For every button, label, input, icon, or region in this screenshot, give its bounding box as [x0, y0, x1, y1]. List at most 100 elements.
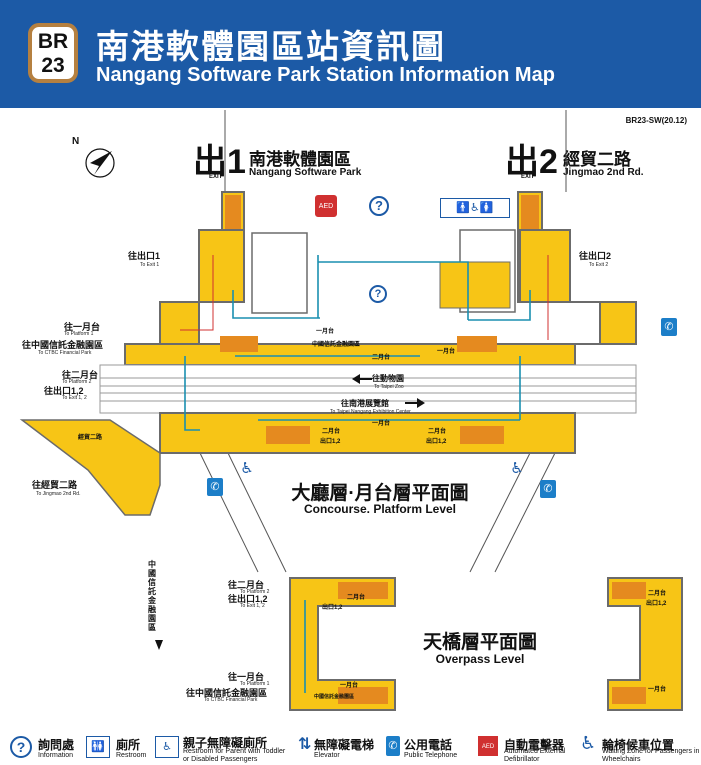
- overpass-title-zh: 天橋層平面圖: [422, 632, 537, 653]
- overpass-right-escalator-bottom: [612, 687, 646, 704]
- overpass-label-to-platform-1: 往一月台: [228, 672, 265, 682]
- label-exit-12-a: 出口1,2: [320, 439, 341, 445]
- document-code: BR23-SW(20.12): [625, 116, 687, 125]
- concourse-title-zh: 大廳層·月台層平面圖: [291, 483, 469, 504]
- legend-elevator-en: Elevator: [314, 752, 340, 759]
- telephone-icon-bottom: ✆: [540, 480, 556, 498]
- label-platform-1-c: 一月台: [372, 421, 391, 427]
- wheelchair-icon-left: ♿: [240, 460, 254, 477]
- legend-wheelchair: ♿ 輪椅候車位置 Waiting Zone for Passengers in …: [580, 732, 701, 765]
- compass-arrow-icon: [85, 148, 115, 178]
- label-to-nangang-exhibition-en: To Taipei Nangang Exhibition Center: [330, 409, 411, 415]
- label-to-exit-1-en: To Exit 1: [140, 262, 160, 268]
- exit-1-char: 出: [193, 143, 227, 181]
- overpass-right-platform-1: 一月台: [648, 687, 667, 693]
- overpass-right-platform-2: 二月台: [648, 591, 667, 597]
- overpass-label-platform-2: 二月台: [347, 595, 366, 601]
- legend-family-restroom-en: Restroom for Parent with Toddler or Disa…: [183, 748, 286, 763]
- legend-information-label: 詢問處: [38, 738, 75, 752]
- label-ctbc-short: 中國信託金融園區: [312, 342, 361, 348]
- label-to-ctbc-en: To CTBC Financial Park: [38, 350, 92, 356]
- label-platform-1-b: 一月台: [437, 349, 456, 355]
- label-platform-1-a: 一月台: [316, 329, 335, 335]
- label-to-nangang-exhibition: 往南港展覽館: [341, 399, 389, 408]
- legend-family-restroom: ♿ 親子無障礙廁所 Restroom for Parent with Toddl…: [155, 732, 295, 765]
- telephone-icon: ✆: [386, 736, 400, 756]
- overpass-label-ctbc-short: 中國信託金融園區: [314, 694, 355, 700]
- label-to-jingmao: 往經貿二路: [32, 480, 78, 490]
- label-exit-12-b: 出口1,2: [426, 439, 447, 445]
- ctbc-walkway: [19, 419, 161, 516]
- label-platform-2-c: 二月台: [428, 429, 447, 435]
- label-to-ctbc: 往中國信託金融園區: [22, 340, 104, 350]
- legend-restroom: 🚻 廁所 Restroom: [86, 732, 156, 765]
- label-platform-2-a: 二月台: [372, 355, 391, 361]
- legend-information-en: Information: [38, 752, 74, 759]
- overpass-label-to-platform-2: 往二月台: [228, 580, 265, 590]
- label-platform-2-b: 二月台: [322, 429, 341, 435]
- restroom-icon: 🚻: [86, 736, 110, 758]
- overpass-label-exit-12: 出口1,2: [322, 605, 343, 611]
- label-to-zoo-en: To Taipei Zoo: [374, 384, 404, 390]
- north-compass: N: [72, 134, 122, 189]
- telephone-icon-right: ✆: [661, 318, 677, 336]
- label-walkway-ctbc: 中國信託金融園區: [148, 560, 156, 632]
- platform-area: [159, 412, 576, 454]
- concourse-title-en: Concourse. Platform Level: [303, 502, 457, 516]
- track-zone: [99, 364, 637, 414]
- escalator-1: [220, 336, 258, 352]
- overpass-label-to-exit-12-en: To Exit 1, 2: [240, 603, 265, 609]
- street-lines: [199, 110, 567, 573]
- exit-2-name-en: Jingmao 2nd Rd.: [563, 167, 644, 178]
- label-to-exit-12-en: To Exit 1, 2: [62, 395, 87, 401]
- overpass-right-exit-12: 出口1,2: [646, 601, 667, 607]
- legend-aed: AED 自動電擊器 Automated External Defibrillat…: [478, 732, 578, 765]
- overpass-escalator-bottom: [338, 687, 388, 704]
- elevator-icon: ⇅: [298, 736, 312, 753]
- escalator-2: [457, 336, 497, 352]
- legend-telephone-label: 公用電話: [404, 738, 453, 752]
- restroom-block: [439, 261, 511, 309]
- direction-to-nangang-arrow: [405, 398, 425, 408]
- wheelchair-icon-right: ♿: [510, 460, 524, 477]
- walking-routes: [184, 255, 531, 431]
- legend-aed-label: 自動電擊器: [504, 738, 565, 752]
- exit-2-tag: EXIT: [521, 174, 535, 180]
- aed-icon: AED: [315, 195, 337, 217]
- label-to-exit-12: 往出口1,2: [44, 386, 84, 396]
- legend-elevator: ⇅ 無障礙電梯 Elevator: [298, 732, 388, 765]
- overpass-label-to-platform-1-en: To Platform 1: [240, 681, 270, 687]
- line-code: BR: [37, 30, 69, 53]
- legend-telephone-en: Public Telephone: [404, 752, 458, 759]
- overpass-escalator-top: [338, 582, 388, 599]
- label-to-exit-2-en: To Exit 2: [589, 262, 609, 268]
- telephone-icon-left: ✆: [207, 478, 223, 496]
- exit-2-name-zh: 經貿二路: [563, 150, 631, 169]
- label-to-jingmao-en: To Jingmao 2nd Rd.: [36, 491, 81, 497]
- overpass-label-to-platform-2-en: To Platform 2: [240, 589, 270, 595]
- exit-1-name-en: Nangang Software Park: [249, 167, 362, 178]
- legend-telephone: ✆ 公用電話 Public Telephone: [386, 732, 476, 765]
- legend-restroom-en: Restroom: [116, 752, 147, 759]
- exit-2-char: 出: [505, 143, 539, 181]
- overpass-label-to-ctbc-en: To CTBC Financial Park: [204, 697, 258, 703]
- label-to-platform-2-en: To Platform 2: [62, 379, 92, 385]
- ramp-routes: [180, 255, 549, 340]
- legend-wheelchair-en: Waiting Zone for Passengers in Wheelchai…: [602, 748, 700, 763]
- legend-bar: ? 詢問處 Information 🚻 廁所 Restroom ♿ 親子無障礙廁…: [0, 732, 701, 765]
- escalator-3: [266, 426, 310, 444]
- legend-restroom-label: 廁所: [116, 738, 141, 752]
- compass-north-label: N: [72, 136, 80, 147]
- down-arrow-ctbc: [155, 640, 163, 650]
- information-icon: ?: [369, 196, 389, 216]
- information-desk-icon: ?: [369, 285, 387, 303]
- page-title-zh: 南港軟體園區站資訊圖: [96, 28, 446, 65]
- label-jingmao-short: 經貿二路: [78, 435, 103, 441]
- label-to-zoo: 往動物園: [372, 374, 404, 383]
- aed-icon: AED: [478, 736, 498, 756]
- restroom-icon: 🚹♿🚺: [440, 198, 510, 218]
- exit-1-tag: EXIT: [209, 174, 223, 180]
- overpass-label-to-exit-12: 往出口1,2: [228, 594, 268, 604]
- direction-to-zoo-arrow: [352, 374, 372, 384]
